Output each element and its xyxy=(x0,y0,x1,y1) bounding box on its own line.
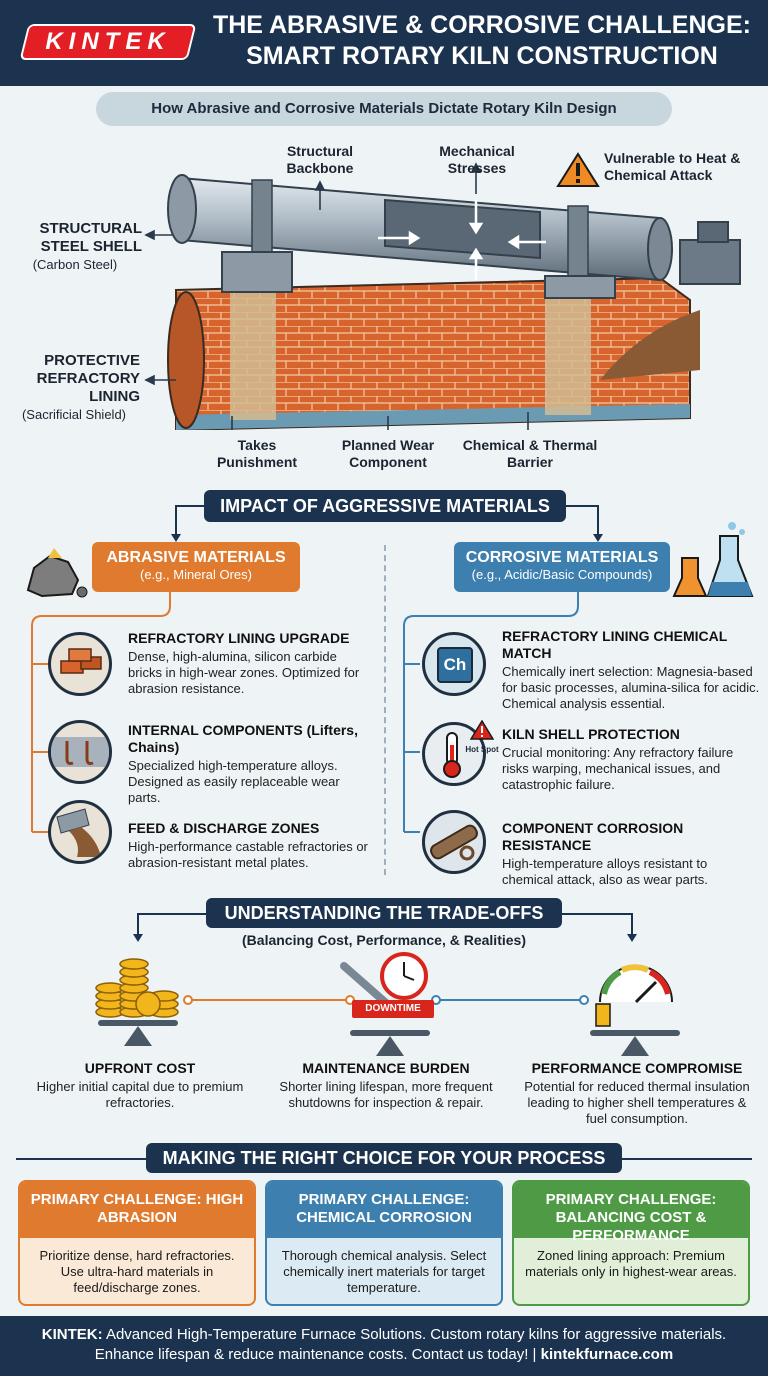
abrasive-materials-box: ABRASIVE MATERIALS (e.g., Mineral Ores) xyxy=(92,542,300,592)
choice-card-balance: PRIMARY CHALLENGE: BALANCING COST & PERF… xyxy=(512,1180,750,1306)
chemical-element-icon: Ch xyxy=(422,632,486,696)
tradeoff-maintenance: MAINTENANCE BURDEN Shorter lining lifesp… xyxy=(279,1060,493,1110)
tradeoff-connectors xyxy=(95,913,680,1056)
diagram-subtitle: How Abrasive and Corrosive Materials Dic… xyxy=(96,92,672,126)
impact-connectors xyxy=(31,505,603,833)
hot-spot-badge: Hot Spot xyxy=(462,719,502,756)
label-barrier: Chemical & Thermal Barrier xyxy=(462,437,598,470)
label-refractory-lining: PROTECTIVE REFRACTORY LINING (Sacrificia… xyxy=(21,352,140,422)
header: KINTEK THE ABRASIVE & CORROSIVE CHALLENG… xyxy=(0,0,768,86)
tradeoffs-heading: UNDERSTANDING THE TRADE-OFFS xyxy=(206,898,562,928)
impact-heading: IMPACT OF AGGRESSIVE MATERIALS xyxy=(204,490,566,522)
tradeoffs-subtitle: (Balancing Cost, Performance, & Realitie… xyxy=(242,932,526,948)
corrosive-item-1: REFRACTORY LINING CHEMICAL MATCH Chemica… xyxy=(502,628,760,711)
corroded-pipe-icon xyxy=(422,810,486,874)
kintek-logo[interactable]: KINTEK xyxy=(19,24,197,60)
label-vulnerable: Vulnerable to Heat & Chemical Attack xyxy=(604,150,741,183)
corrosive-materials-box: CORROSIVE MATERIALS (e.g., Acidic/Basic … xyxy=(454,542,670,592)
flask-icon xyxy=(672,522,754,597)
wrench-clock-icon xyxy=(340,952,430,1056)
corrosive-item-2: KILN SHELL PROTECTION Crucial monitoring… xyxy=(502,726,734,792)
brick-icon xyxy=(48,632,112,696)
choice-heading: MAKING THE RIGHT CHOICE FOR YOUR PROCESS xyxy=(146,1143,622,1173)
footer-link[interactable]: kintekfurnace.com xyxy=(540,1346,674,1363)
column-divider xyxy=(384,545,386,875)
footer: KINTEK: Advanced High-Temperature Furnac… xyxy=(0,1316,768,1376)
rock-icon xyxy=(26,548,88,598)
tradeoff-upfront-cost: UPFRONT COST Higher initial capital due … xyxy=(36,1060,244,1110)
abrasive-item-3: FEED & DISCHARGE ZONES High-performance … xyxy=(128,820,368,870)
feed-discharge-icon xyxy=(48,800,112,864)
coins-icon xyxy=(95,958,179,1046)
warning-icon xyxy=(556,152,600,187)
label-structural-backbone: Structural Backbone xyxy=(286,143,354,176)
label-planned-wear: Planned Wear Component xyxy=(341,437,435,470)
kiln-diagram xyxy=(144,152,741,430)
tradeoff-performance: PERFORMANCE COMPROMISE Potential for red… xyxy=(524,1060,750,1126)
gauge-icon xyxy=(590,964,680,1056)
choice-card-corrosion: PRIMARY CHALLENGE: CHEMICAL CORROSION Th… xyxy=(265,1180,503,1306)
abrasive-item-2: INTERNAL COMPONENTS (Lifters, Chains) Sp… xyxy=(128,722,358,805)
choice-card-abrasion: PRIMARY CHALLENGE: HIGH ABRASION Priorit… xyxy=(18,1180,256,1306)
label-steel-shell: STRUCTURAL STEEL SHELL (Carbon Steel) xyxy=(32,220,142,272)
label-takes-punishment: Takes Punishment xyxy=(216,437,298,470)
abrasive-item-1: REFRACTORY LINING UPGRADE Dense, high-al… xyxy=(128,630,360,696)
label-mechanical-stresses: Mechanical Stresses xyxy=(439,143,515,176)
lifter-chain-icon xyxy=(48,720,112,784)
downtime-badge: DOWNTIME xyxy=(352,1000,434,1018)
page-title: THE ABRASIVE & CORROSIVE CHALLENGE: SMAR… xyxy=(212,11,751,70)
corrosive-item-3: COMPONENT CORROSION RESISTANCE High-temp… xyxy=(502,820,708,887)
